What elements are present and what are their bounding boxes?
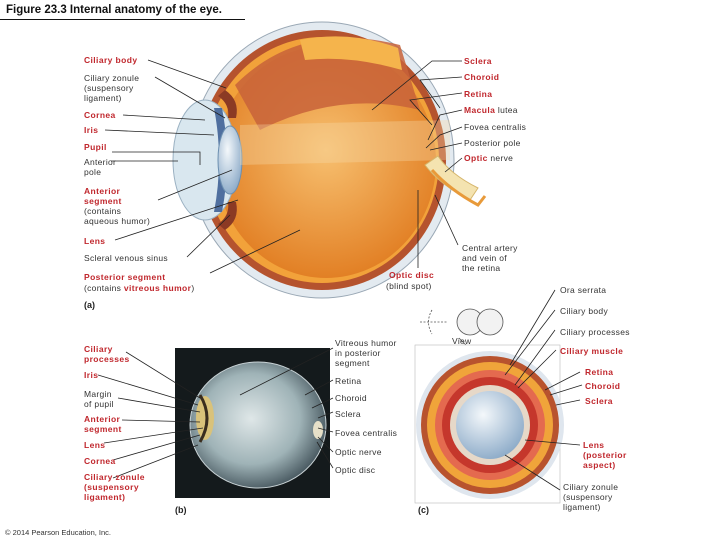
label-anterior-segment: Anterior segment — [84, 186, 122, 206]
b-label-iris: Iris — [84, 370, 99, 380]
b-label-lens: Lens — [84, 440, 106, 450]
ciliary-body-shape — [218, 90, 237, 118]
c-label-ciliary-zonule: Ciliary zonule (suspensory ligament) — [563, 482, 619, 512]
c-label-retina: Retina — [585, 367, 614, 377]
label-pupil: Pupil — [84, 142, 107, 152]
label-ciliary-body: Ciliary body — [84, 55, 138, 65]
lens-shape — [217, 125, 243, 195]
label-optic-nerve: Optic nerve — [464, 153, 513, 163]
optic-part-b: nerve — [487, 153, 514, 163]
panel-a-eyeball — [172, 21, 487, 299]
panel-b-photo — [175, 348, 330, 498]
photo-eyeball — [189, 361, 327, 489]
macula-part-a: Macula — [464, 105, 496, 115]
ciliary-body-shape-lower — [218, 202, 237, 230]
panel-b-label: (b) — [175, 505, 187, 515]
b-label-anterior-segment: Anterior segment — [84, 414, 122, 434]
label-cornea: Cornea — [84, 110, 116, 120]
label-retina: Retina — [464, 89, 493, 99]
c-label-lens: Lens (posterior aspect) — [583, 440, 627, 470]
c-label-sclera: Sclera — [585, 396, 613, 406]
copyright-notice: © 2014 Pearson Education, Inc. — [5, 528, 112, 537]
c-lens — [456, 391, 524, 459]
label-macula-lutea: Macula lutea — [464, 105, 518, 115]
b-label-ciliary-processes: Ciliary processes — [84, 344, 130, 364]
panel-c-view-icon — [420, 308, 504, 346]
label-fovea-centralis: Fovea centralis — [464, 122, 527, 132]
label-posterior-segment-note: (contains vitreous humor) — [84, 283, 194, 293]
label-posterior-segment: Posterior segment — [84, 272, 166, 282]
b-label-optic-nerve: Optic nerve — [335, 447, 382, 457]
note-part-a: (contains — [84, 283, 124, 293]
b-label-choroid: Choroid — [335, 393, 367, 403]
label-anterior-pole: Anterior pole — [84, 157, 117, 177]
b-label-margin-of-pupil: Margin of pupil — [84, 389, 114, 409]
c-label-choroid: Choroid — [585, 381, 621, 391]
panel-c-anterior-view — [414, 344, 564, 504]
label-scleral-venous-sinus: Scleral venous sinus — [84, 253, 168, 263]
c-label-ciliary-processes: Ciliary processes — [560, 327, 630, 337]
note-part-c: ) — [191, 283, 195, 293]
figure-title: Figure 23.3 Internal anatomy of the eye. — [6, 4, 223, 16]
c-label-ciliary-body: Ciliary body — [560, 306, 609, 316]
panel-c-label: (c) — [418, 505, 429, 515]
b-label-retina: Retina — [335, 376, 362, 386]
b-label-optic-disc: Optic disc — [335, 465, 376, 475]
macula-part-b: lutea — [495, 105, 518, 115]
label-anterior-segment-note: (contains aqueous humor) — [84, 206, 151, 226]
optic-nerve-shape — [424, 155, 479, 201]
section-plane — [240, 120, 450, 165]
photo-lens — [196, 396, 214, 440]
label-posterior-pole: Posterior pole — [464, 138, 521, 148]
c-label-view: View — [452, 336, 472, 346]
label-ciliary-zonule: Ciliary zonule (suspensory ligament) — [84, 73, 140, 103]
photo-ciliary — [198, 394, 209, 443]
label-blind-spot: (blind spot) — [386, 281, 432, 291]
label-sclera: Sclera — [464, 56, 492, 66]
panel-a-leader-lines — [104, 59, 463, 274]
b-label-cornea: Cornea — [84, 456, 116, 466]
label-central-artery: Central artery and vein of the retina — [462, 243, 518, 273]
photo-optic-disc — [313, 421, 323, 439]
optic-part-a: Optic — [464, 153, 488, 163]
note-part-b: vitreous humor — [123, 283, 192, 293]
label-lens: Lens — [84, 236, 106, 246]
label-iris: Iris — [84, 125, 99, 135]
b-label-vitreous-humor: Vitreous humor in posterior segment — [335, 338, 397, 368]
label-choroid: Choroid — [464, 72, 500, 82]
label-optic-disc: Optic disc — [389, 270, 435, 280]
c-label-ciliary-muscle: Ciliary muscle — [560, 346, 624, 356]
b-label-sclera: Sclera — [335, 409, 361, 419]
cutaway-retina — [300, 36, 402, 70]
c-label-ora-serrata: Ora serrata — [560, 285, 607, 295]
b-label-ciliary-zonule: Ciliary zonule (suspensory ligament) — [84, 472, 145, 502]
b-label-fovea-centralis: Fovea centralis — [335, 428, 398, 438]
panel-a-label: (a) — [84, 300, 95, 310]
panel-b-leader-lines — [97, 347, 334, 479]
optic-nerve-sheath — [430, 168, 487, 207]
title-rule — [0, 19, 245, 20]
panel-c-leader-lines — [504, 289, 583, 491]
